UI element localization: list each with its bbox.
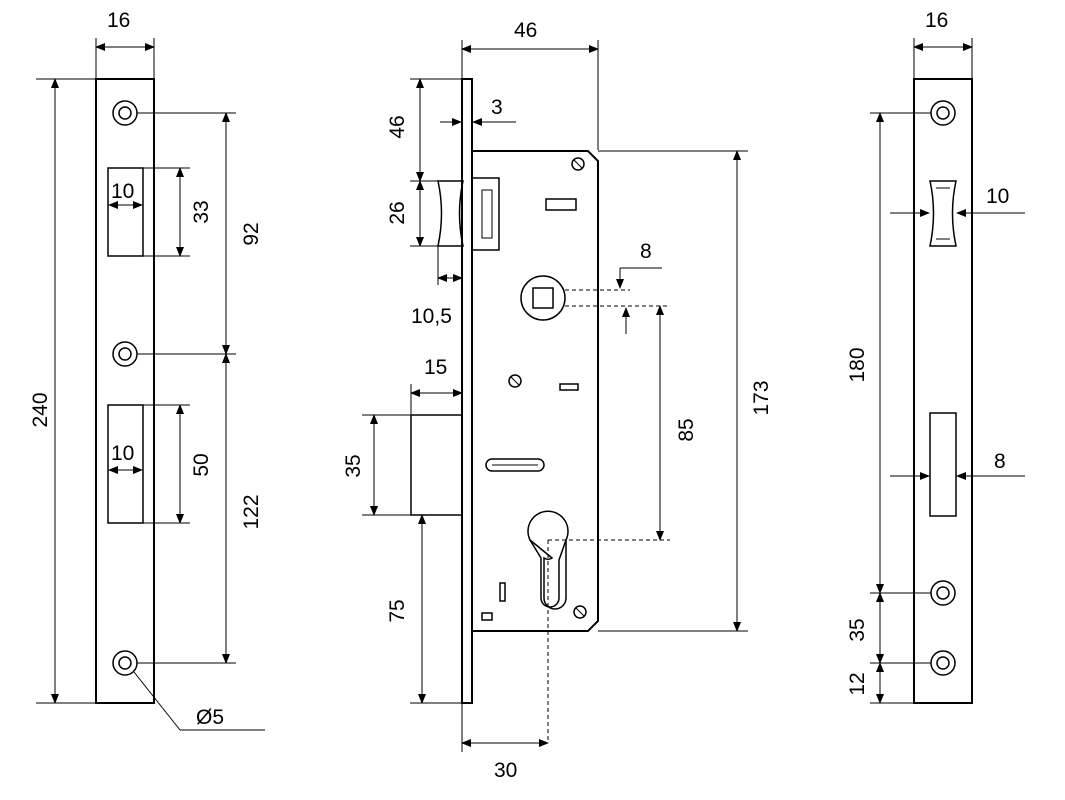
lower-slot-width-label: 10 [111, 442, 134, 465]
lock-case [471, 150, 599, 632]
latch-bolt [437, 177, 500, 251]
case-slot-small-a [499, 582, 506, 602]
case-screw-middle [508, 374, 522, 388]
faceplate-bottom-offset-label: 12 [846, 672, 869, 695]
deadbolt-bottom-distance-label: 75 [386, 599, 409, 622]
case-slot-upper [545, 198, 577, 211]
left-strike-plate: 16 240 92 122 10 33 10 50 Ø5 [29, 9, 265, 731]
right-plate-width-label: 16 [925, 9, 948, 32]
strike-plate-body [95, 78, 155, 704]
hole-spacing-top-label: 92 [240, 222, 263, 245]
latch-window [929, 180, 957, 247]
lower-slot-height-label: 50 [190, 453, 213, 476]
faceplate-hole-spacing-label: 180 [846, 347, 869, 382]
case-screw-bottom [573, 605, 587, 619]
right-faceplate: 16 10 8 180 35 12 [846, 9, 1025, 704]
upper-slot-height-label: 33 [190, 200, 213, 223]
deadbolt-projection-label: 15 [424, 356, 447, 379]
case-slot-middle [559, 383, 579, 391]
hole-diameter-label: Ø5 [196, 706, 224, 729]
hole-spacing-bottom-label: 122 [240, 494, 263, 529]
bolt-window [929, 412, 957, 517]
strike-slot-upper [107, 167, 144, 257]
latch-window-width-label: 10 [986, 185, 1009, 208]
backset-label: 30 [494, 759, 517, 782]
lock-depth-label: 46 [514, 19, 537, 42]
faceplate-thickness-label: 3 [491, 96, 503, 119]
deadbolt-height-label: 35 [342, 454, 365, 477]
spindle-cylinder-distance-label: 85 [675, 418, 698, 441]
faceplate-lower-spacing-label: 35 [846, 618, 869, 641]
deadbolt [410, 414, 463, 516]
spindle-hub [520, 275, 566, 321]
case-slot-oval [485, 458, 545, 472]
bolt-window-width-label: 8 [994, 450, 1006, 473]
lock-body-side-view: 46 3 46 26 10,5 8 85 173 15 [342, 19, 773, 782]
upper-slot-width-label: 10 [111, 180, 134, 203]
case-screw-top [571, 157, 585, 171]
case-slot-small-b [481, 612, 493, 621]
latch-offset-label: 46 [386, 115, 409, 138]
strike-slot-lower [107, 404, 144, 524]
left-plate-width-label: 16 [107, 9, 130, 32]
latch-projection-label: 10,5 [411, 305, 452, 328]
latch-height-label: 26 [386, 201, 409, 224]
faceplate-body [913, 78, 973, 704]
case-height-label: 173 [750, 380, 773, 415]
spindle-size-label: 8 [640, 240, 652, 263]
left-plate-height-label: 240 [29, 392, 52, 427]
lock-faceplate [461, 78, 473, 704]
